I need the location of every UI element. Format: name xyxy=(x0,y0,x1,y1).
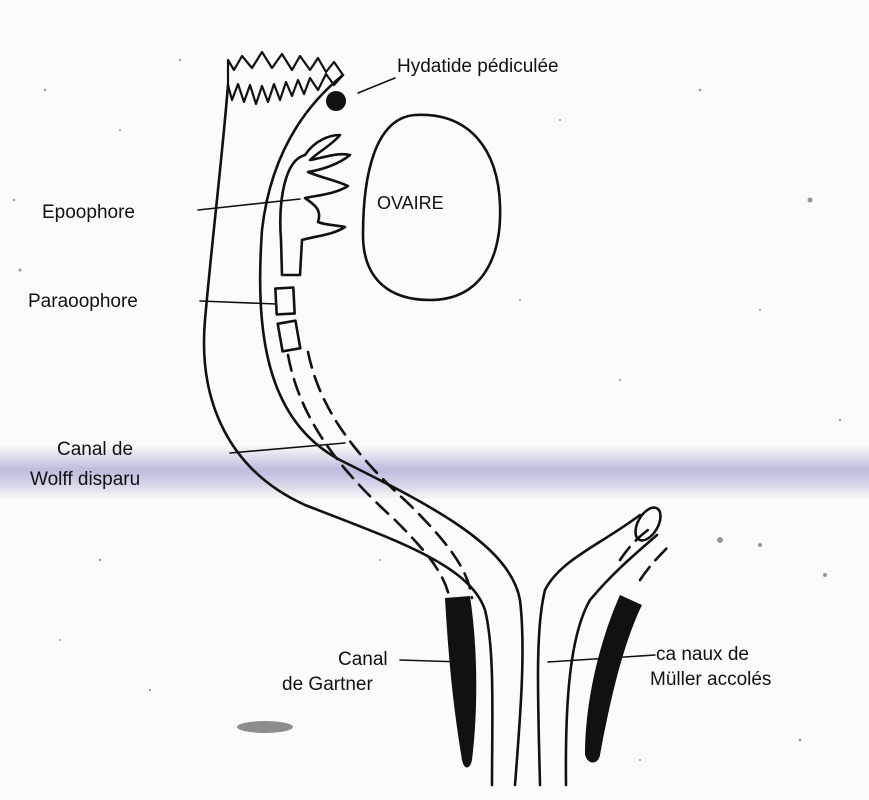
hydatide-dot xyxy=(326,91,346,111)
epoophore xyxy=(280,135,350,275)
label-hydatide: Hydatide pédiculée xyxy=(397,56,559,77)
label-paraoophore: Paraoophore xyxy=(28,291,138,312)
label-wolff-2: Wolff disparu xyxy=(30,469,140,490)
wolff-duct-right-dashed-2 xyxy=(640,545,670,580)
label-muller-1: ca naux de xyxy=(656,644,749,665)
paraoophore-box-2 xyxy=(278,321,301,352)
paraoophore-box-1 xyxy=(275,288,294,315)
smudge xyxy=(237,721,293,733)
label-gartner-2: de Gartner xyxy=(282,674,373,695)
label-ovaire: OVAIRE xyxy=(377,193,444,213)
gartner-duct-right xyxy=(585,595,642,763)
label-epoophore: Epoophore xyxy=(42,202,135,223)
label-wolff-1: Canal de xyxy=(57,439,133,460)
label-muller-2: Müller accolés xyxy=(650,669,771,690)
gartner-duct-left xyxy=(445,596,476,768)
leader-paraoophore xyxy=(200,301,276,304)
leader-hydatide xyxy=(358,78,395,93)
label-gartner-1: Canal xyxy=(338,649,388,670)
leader-epoophore xyxy=(198,199,300,210)
right-tube-opening xyxy=(630,503,665,544)
fimbriae xyxy=(228,52,343,104)
